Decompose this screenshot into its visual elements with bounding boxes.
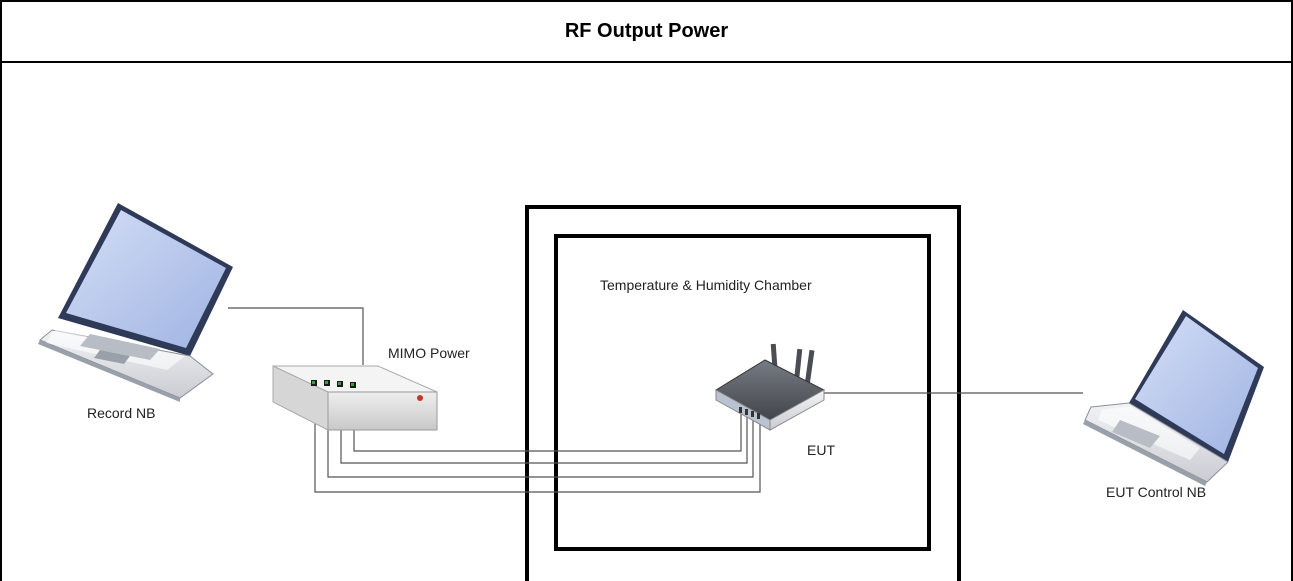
record-nb-label: Record NB	[87, 405, 155, 421]
rf-cable-3	[327, 388, 754, 478]
eut-control-nb-laptop-icon	[1083, 310, 1264, 486]
eut-router-icon	[715, 343, 826, 431]
record-nb-laptop-icon	[38, 203, 233, 402]
mimo-power-label: MIMO Power	[388, 345, 470, 361]
eut-control-nb-label: EUT Control NB	[1106, 484, 1206, 500]
rf-cable-4	[314, 388, 761, 493]
eut-label: EUT	[807, 442, 835, 458]
record-to-mimo-cable	[228, 307, 364, 365]
mimo-power-rack-icon	[272, 365, 438, 431]
diagram-title: RF Output Power	[564, 20, 729, 42]
title-row: RF Output Power	[2, 2, 1291, 63]
chamber-label: Temperature & Humidity Chamber	[600, 277, 812, 293]
chamber-outer-box	[525, 205, 961, 581]
